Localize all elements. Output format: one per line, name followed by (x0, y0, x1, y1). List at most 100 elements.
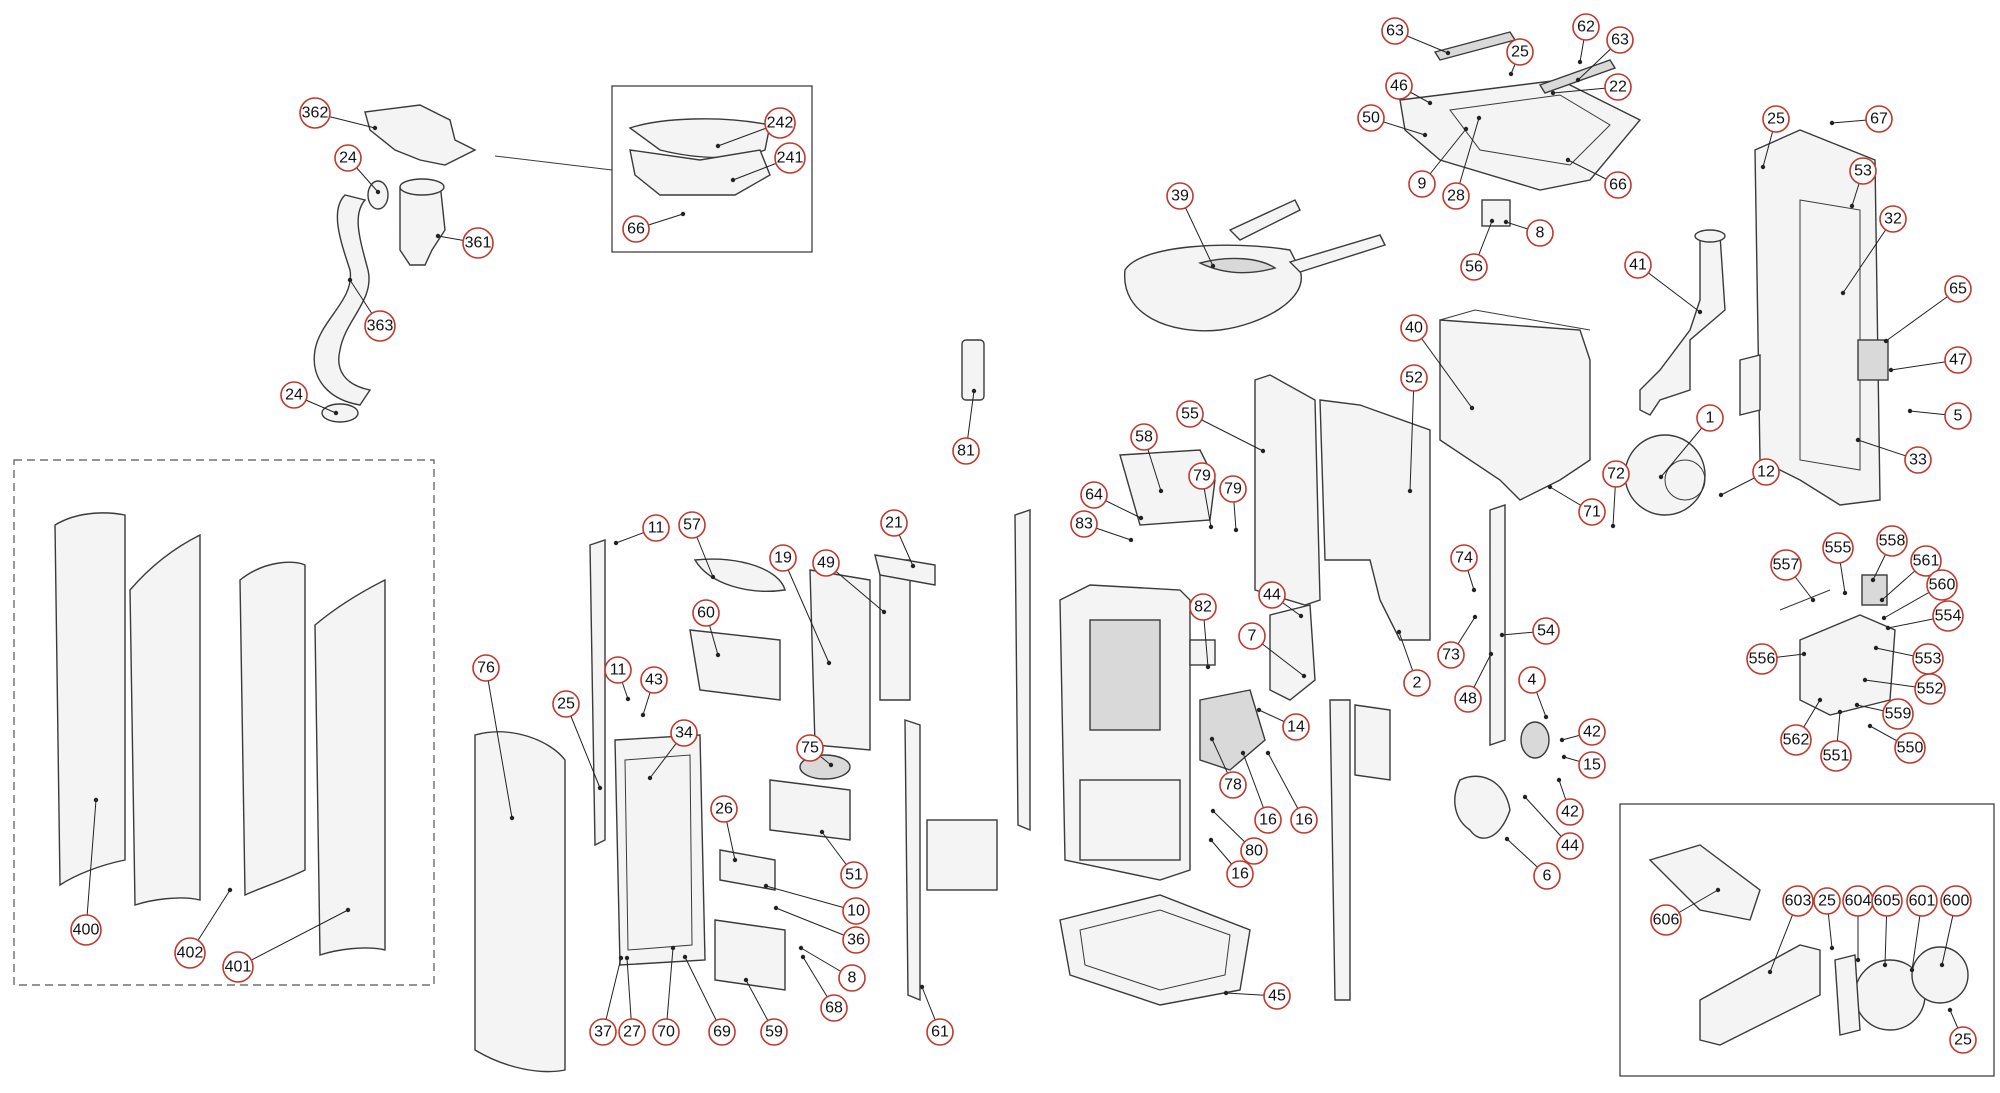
callout-circle (1258, 581, 1286, 609)
callout-number: 26 (715, 801, 733, 818)
callout-target-dot (763, 883, 769, 889)
callout-21-66: 21 (880, 509, 916, 569)
callout-circle (1442, 182, 1470, 210)
callout-target-dot (1138, 515, 1144, 521)
callout-target-dot (1503, 219, 1509, 225)
callout-circle (838, 964, 866, 992)
callout-25-73: 25 (552, 690, 603, 791)
callout-25-20: 25 (1760, 105, 1790, 170)
callout-551-102: 551 (1820, 709, 1852, 772)
callout-number: 2 (1413, 675, 1422, 692)
callout-number: 79 (1224, 481, 1242, 498)
callout-circle (842, 897, 870, 925)
callout-target-dot (1882, 962, 1888, 968)
callout-circle (840, 861, 868, 889)
callout-82-49: 82 (1189, 593, 1217, 670)
callout-circle (552, 690, 580, 718)
callout-603-105: 603 (1767, 885, 1814, 975)
callout-target-dot (647, 775, 653, 781)
callout-number: 550 (1897, 740, 1924, 757)
callout-target-dot (1885, 625, 1891, 631)
callout-25-106: 25 (1813, 887, 1841, 951)
callout-circle (1871, 885, 1903, 917)
callout-606-104: 606 (1650, 887, 1721, 936)
callout-number: 603 (1785, 893, 1812, 910)
callout-circle (1949, 1026, 1977, 1054)
callout-number: 553 (1915, 651, 1942, 668)
callout-number: 5 (1954, 408, 1963, 425)
callout-target-dot (1522, 794, 1528, 800)
callout-number: 63 (1386, 23, 1404, 40)
callout-54-44: 54 (1499, 617, 1560, 645)
callout-target-dot (93, 797, 99, 803)
callout-circle (1914, 673, 1946, 705)
callout-target-dot (1407, 488, 1413, 494)
callout-target-dot (1855, 957, 1861, 963)
callout-circle (1894, 732, 1926, 764)
callout-circle (1219, 771, 1247, 799)
callout-62-9: 62 (1572, 13, 1600, 65)
callout-14-50: 14 (1256, 707, 1310, 741)
callout-number: 11 (610, 662, 627, 679)
callout-64-40: 64 (1080, 481, 1144, 521)
callout-circle (1696, 404, 1724, 432)
callout-circle (842, 926, 870, 954)
callout-circle (1910, 545, 1942, 577)
callout-target-dot (435, 233, 441, 239)
callout-circle (1385, 72, 1413, 100)
callout-32-23: 32 (1840, 205, 1907, 296)
callout-600-110: 600 (1939, 885, 1972, 968)
callout-circle (1882, 698, 1914, 730)
callout-target-dot (1842, 590, 1848, 596)
callout-79-39: 79 (1219, 475, 1247, 533)
callout-circle (642, 514, 670, 542)
callout-number: 558 (1879, 533, 1906, 550)
callout-56-19: 56 (1460, 218, 1495, 281)
callout-circle (1770, 549, 1802, 581)
callout-leader (485, 667, 513, 819)
callout-circle (1381, 17, 1409, 45)
callout-circle (1518, 666, 1546, 694)
side-panel-set (54, 512, 386, 956)
callout-target-dot (1504, 836, 1510, 842)
callout-target-dot (1301, 673, 1307, 679)
callout-number: 605 (1874, 893, 1901, 910)
callout-10-78: 10 (763, 883, 870, 925)
callout-target-dot (1883, 338, 1889, 344)
callout-circle (1604, 171, 1632, 199)
callout-circle (1532, 617, 1560, 645)
callout-target-dot (1879, 597, 1885, 603)
callout-number: 4 (1528, 672, 1537, 689)
callout-target-dot (819, 829, 825, 835)
callout-leader (1885, 288, 1959, 342)
callout-target-dot (910, 563, 916, 569)
callout-number: 47 (1949, 352, 1967, 369)
callout-63-11: 63 (1575, 26, 1634, 83)
callout-circle (604, 656, 632, 684)
callout-number: 75 (801, 740, 819, 757)
callout-71-35: 71 (1547, 484, 1606, 526)
callout-number: 402 (177, 945, 204, 962)
callout-target-dot (971, 388, 977, 394)
callout-circle (1454, 685, 1482, 713)
callout-24-1: 24 (334, 144, 381, 195)
callout-circle (1606, 26, 1634, 54)
callout-target-dot (1508, 71, 1514, 77)
callout-34-72: 34 (647, 719, 698, 781)
callout-target-dot (1550, 90, 1556, 96)
callout-target-dot (1205, 664, 1211, 670)
callout-61-87: 61 (919, 984, 954, 1046)
callout-number: 44 (1561, 838, 1579, 855)
callout-number: 25 (557, 696, 575, 713)
callout-number: 1 (1706, 410, 1715, 427)
callout-target-dot (1840, 290, 1846, 296)
callout-circle (1240, 837, 1268, 865)
callout-number: 53 (1854, 163, 1872, 180)
callout-16-51: 16 (1240, 750, 1282, 834)
callout-number: 400 (73, 922, 100, 939)
callout-circle (692, 599, 720, 627)
callout-target-dot (1907, 408, 1913, 414)
callout-circle (280, 381, 308, 409)
callout-target-dot (1472, 614, 1478, 620)
callout-number: 56 (1465, 259, 1483, 276)
